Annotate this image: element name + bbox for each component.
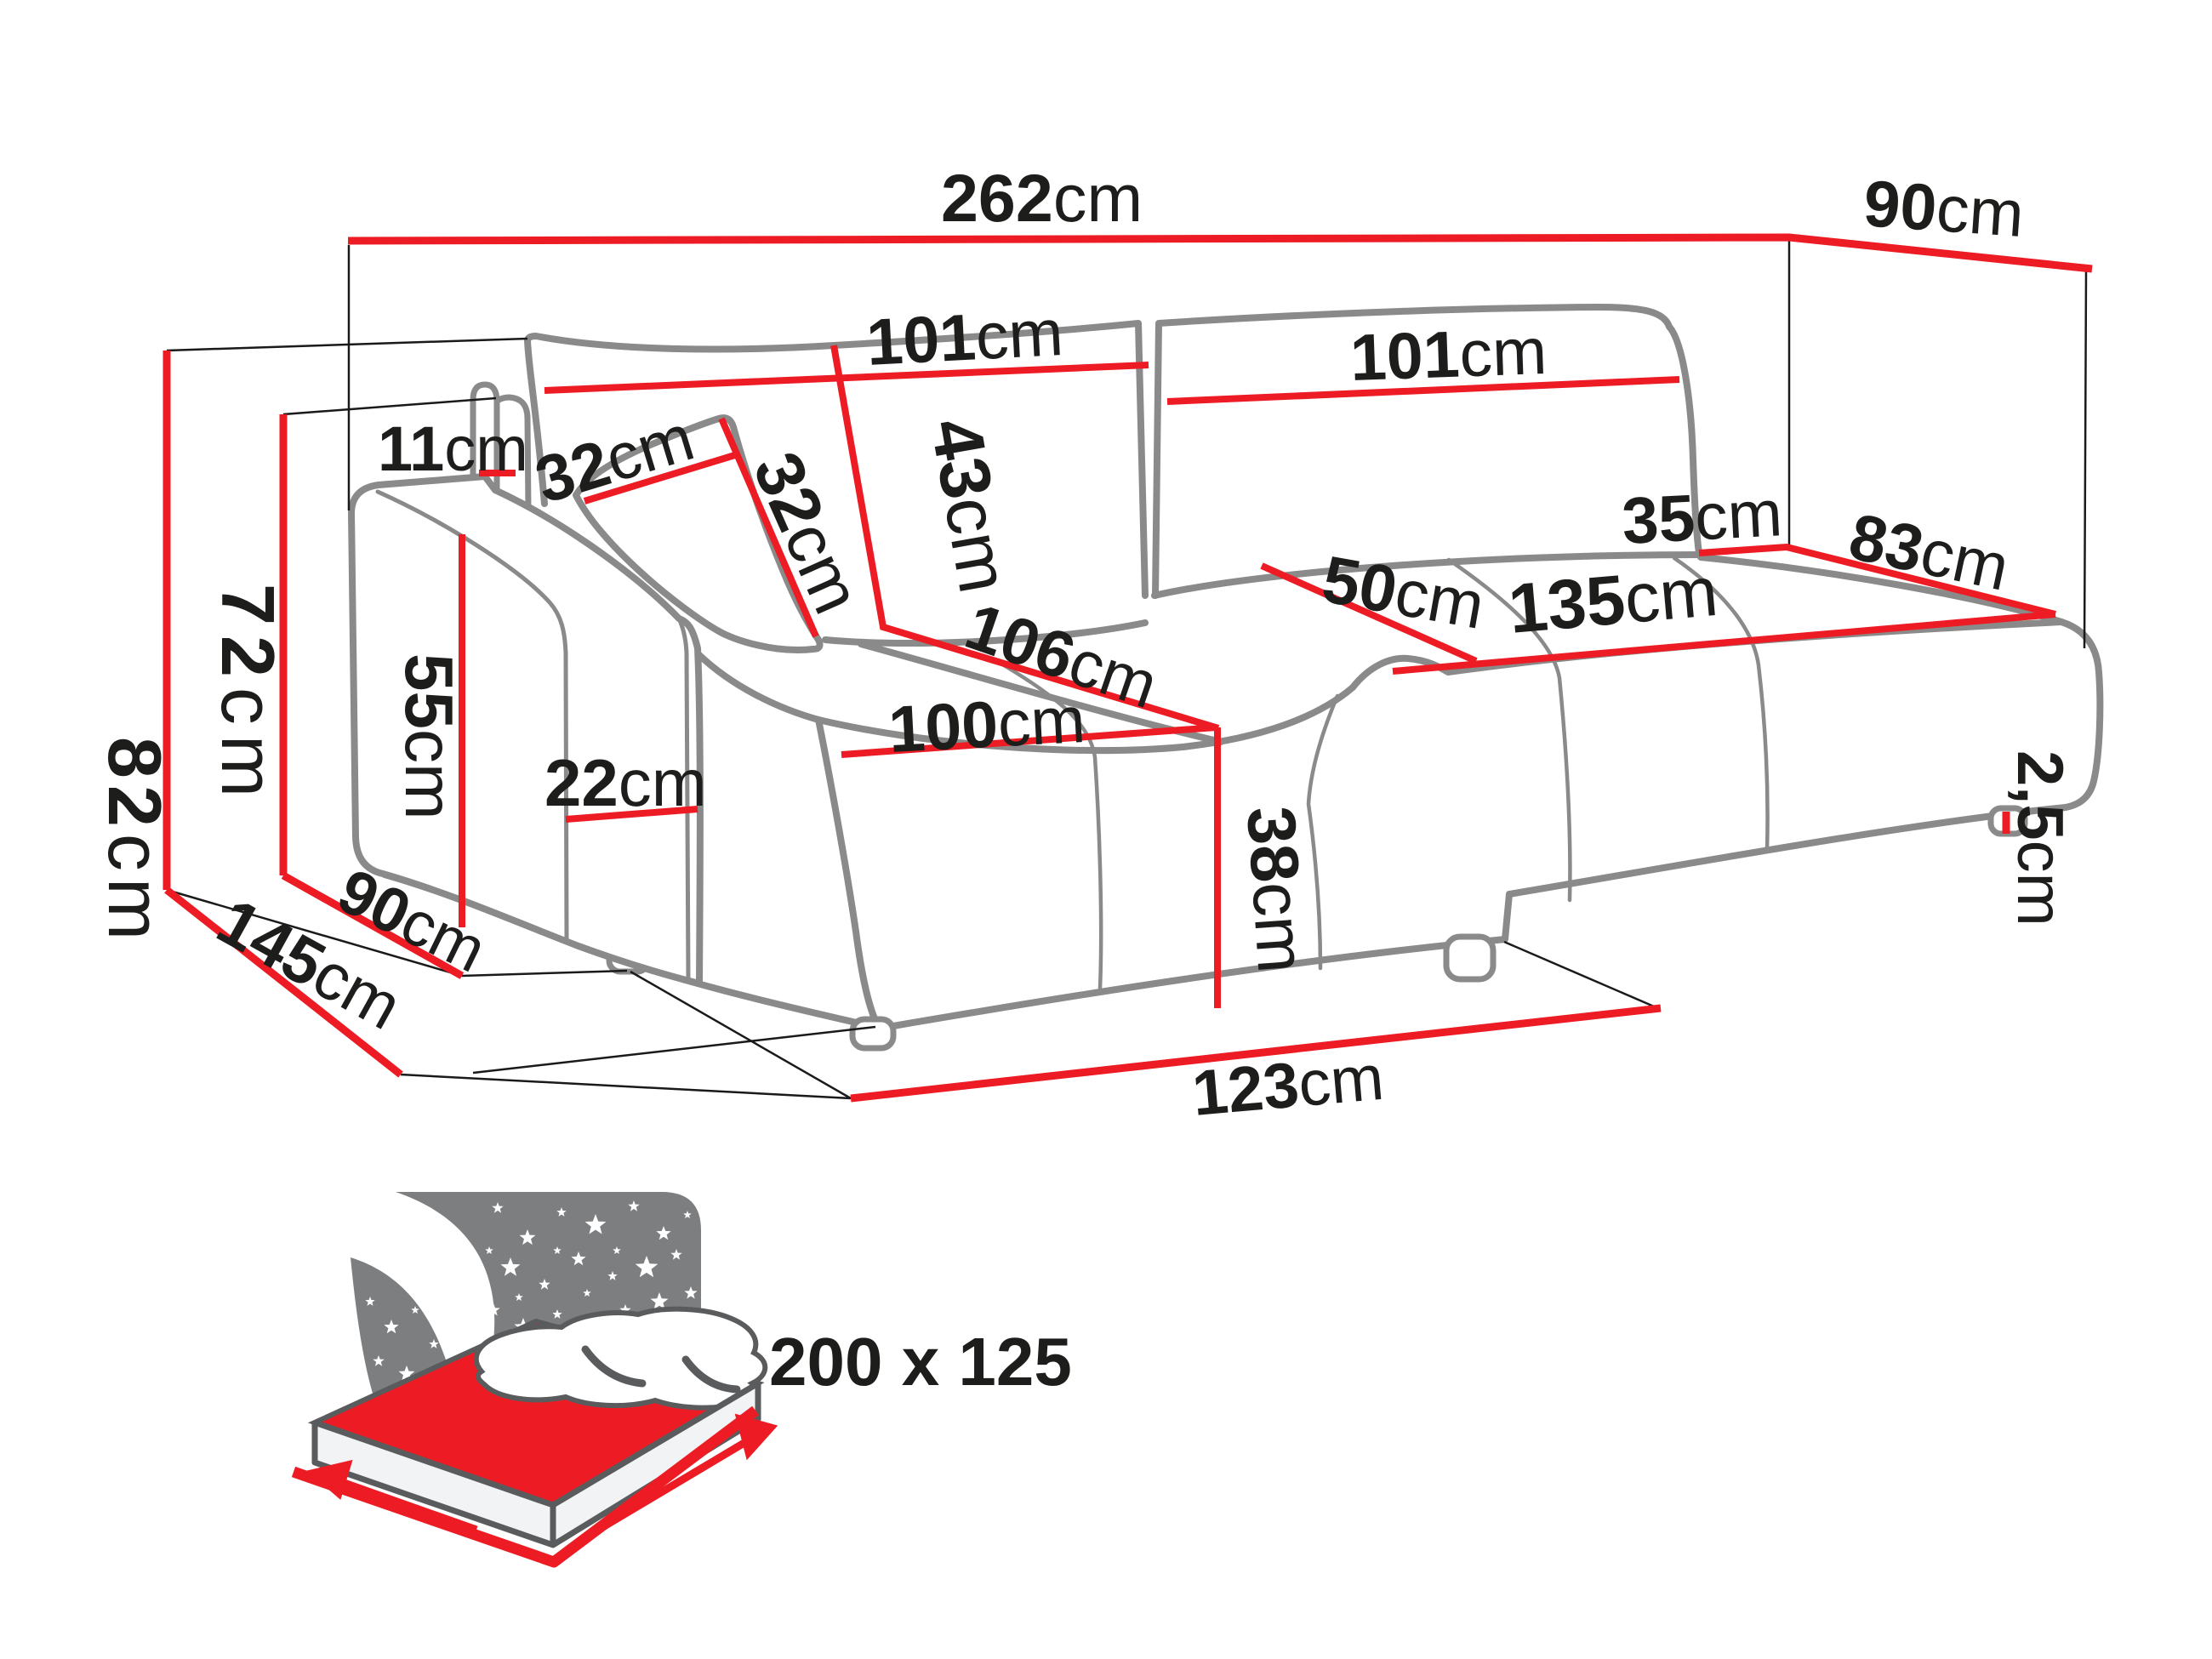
svg-text:55cm: 55cm — [391, 653, 467, 820]
svg-text:135cm: 135cm — [1506, 553, 1721, 648]
svg-text:35cm: 35cm — [1620, 476, 1784, 558]
svg-text:262cm: 262cm — [941, 160, 1143, 236]
svg-text:100cm: 100cm — [887, 683, 1086, 767]
svg-text:200 x 125: 200 x 125 — [769, 1324, 1072, 1400]
svg-text:90cm: 90cm — [1861, 167, 2027, 251]
svg-text:123cm: 123cm — [1189, 1041, 1387, 1129]
svg-text:2,5cm: 2,5cm — [2004, 750, 2076, 926]
svg-text:22cm: 22cm — [544, 745, 707, 820]
svg-text:11cm: 11cm — [378, 413, 528, 484]
svg-text:82cm: 82cm — [93, 737, 177, 947]
svg-text:72cm: 72cm — [206, 584, 290, 807]
svg-text:101cm: 101cm — [864, 296, 1064, 379]
svg-text:38cm: 38cm — [1233, 804, 1320, 975]
svg-text:101cm: 101cm — [1349, 315, 1548, 395]
